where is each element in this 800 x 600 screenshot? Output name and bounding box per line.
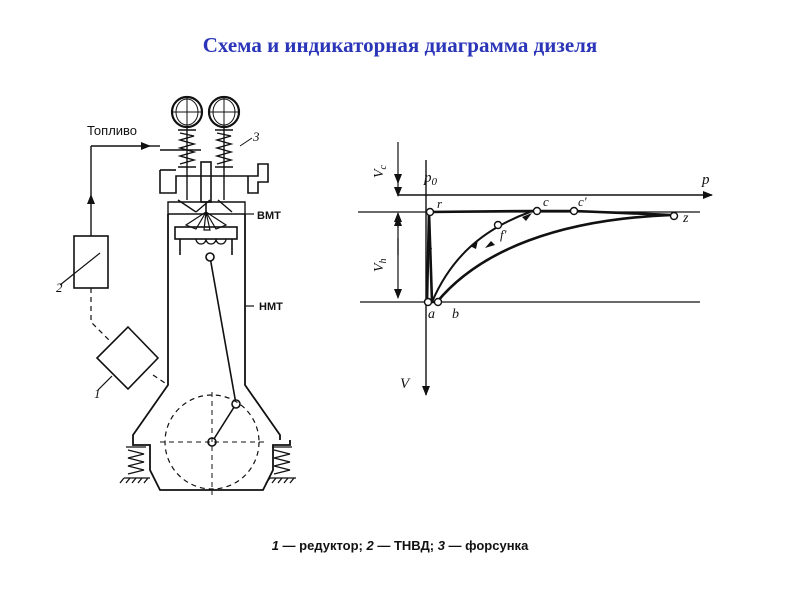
point-c bbox=[532, 206, 542, 216]
c-prime-label: c' bbox=[578, 194, 587, 209]
b-label: b bbox=[452, 307, 459, 322]
tdc-label: ВМТ bbox=[257, 210, 281, 222]
piston bbox=[174, 226, 238, 255]
camshaft-right-icon bbox=[207, 95, 241, 129]
mount-spring-left-icon bbox=[119, 446, 150, 484]
label-num-2: 2 bbox=[56, 280, 63, 295]
label-num-3: 3 bbox=[252, 129, 260, 144]
p0-label: p0 bbox=[423, 170, 438, 188]
cylinder-wall-left bbox=[132, 214, 169, 440]
cylinder-wall-right bbox=[244, 214, 281, 440]
control-linkage bbox=[90, 288, 169, 386]
connecting-rod bbox=[205, 252, 241, 447]
z-label: z bbox=[682, 211, 689, 226]
cycle-curve bbox=[425, 209, 673, 304]
figure-caption: 1 — редуктор; 2 — ТНВД; 3 — форсунка bbox=[271, 538, 529, 553]
crankcase bbox=[132, 440, 291, 491]
engine-schematic bbox=[59, 95, 296, 495]
vh-label: Vh bbox=[372, 258, 389, 272]
reducer-icon bbox=[95, 325, 160, 391]
mount-spring-right-icon bbox=[265, 446, 296, 484]
indicator-diagram bbox=[358, 142, 713, 396]
point-b bbox=[433, 297, 443, 307]
label-num-1: 1 bbox=[94, 386, 101, 401]
compression-curve bbox=[431, 211, 531, 303]
v-axis-label: V bbox=[400, 376, 411, 392]
point-a bbox=[423, 297, 433, 307]
page-title: Схема и индикаторная диаграмма дизеля bbox=[202, 33, 598, 57]
p-axis-label: p bbox=[701, 172, 710, 188]
camshaft-left-icon bbox=[170, 95, 204, 129]
vc-label: Vc bbox=[372, 164, 389, 178]
valve-spring-right-icon bbox=[214, 127, 234, 200]
point-f-prime bbox=[493, 220, 503, 230]
a-label: a bbox=[428, 307, 435, 322]
cylinder-head bbox=[159, 163, 269, 194]
fuel-line bbox=[87, 142, 160, 236]
point-z bbox=[669, 211, 679, 221]
bdc-label: НМТ bbox=[259, 301, 283, 313]
point-c-prime bbox=[569, 206, 579, 216]
point-r bbox=[425, 207, 435, 217]
fuel-label: Топливо bbox=[87, 123, 137, 138]
r-label: r bbox=[437, 196, 443, 211]
valve-spring-left-icon bbox=[177, 127, 197, 200]
c-label: c bbox=[543, 194, 549, 209]
f-prime-label: f' bbox=[500, 227, 507, 242]
fuel-pump-tnvd-icon bbox=[59, 235, 109, 289]
